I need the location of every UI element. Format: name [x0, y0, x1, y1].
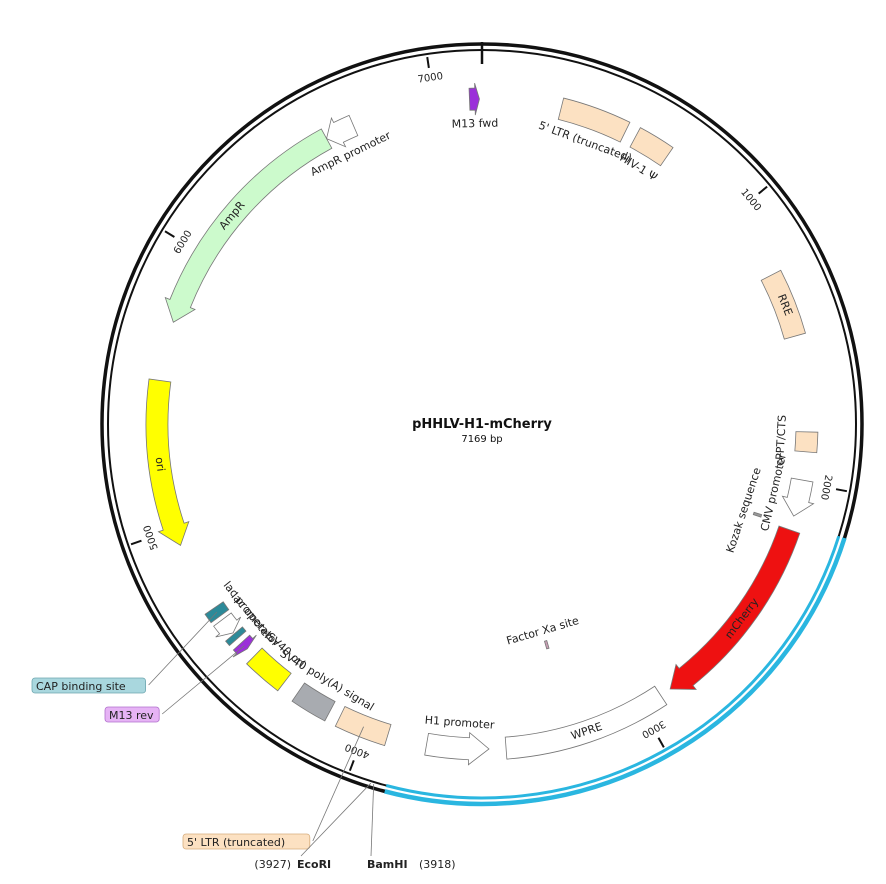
feature-5-ltr-truncated-bottom — [334, 705, 392, 747]
callout-label-5-ltr-truncated-bottom: 5' LTR (truncated) — [187, 836, 285, 849]
site-pos-EcoRI: (3927) — [254, 858, 291, 871]
highlight-outer — [384, 537, 847, 807]
tick-1000 — [758, 185, 768, 195]
tick-label-5000: 5000 — [142, 524, 161, 552]
feature-h1-promoter — [424, 731, 490, 766]
plasmid-name: pHHLV-H1-mCherry — [412, 417, 552, 432]
callout-label-cap-binding-site: CAP binding site — [36, 680, 126, 693]
feature-ampr-promoter — [326, 114, 359, 148]
tick-label-3000: 3000 — [640, 718, 668, 740]
tick-marks: 1000 2000 3000 4000 5000 6000 7000 — [130, 42, 848, 772]
feature-5-ltr-truncated-top — [557, 97, 631, 143]
label-cppt-cts: cPPT/CTS — [773, 415, 789, 467]
label-cmv-promoter: CMV promoter — [758, 452, 789, 533]
feature-sv40-poly-a — [291, 682, 336, 722]
feature-mcherry — [669, 525, 801, 690]
tick-7000 — [426, 56, 430, 69]
tick-label-2000: 2000 — [818, 474, 833, 501]
restriction-sites: (3927) EcoRI BamHI (3918) — [254, 782, 456, 871]
feature-cppt-cts — [794, 431, 819, 454]
label-h1-promoter: H1 promoter — [424, 714, 495, 732]
feature-ampr — [164, 128, 333, 323]
tick-2000 — [835, 488, 848, 493]
label-kozak-sequence: Kozak sequence — [724, 466, 764, 555]
callout-line-m13-rev — [161, 645, 245, 715]
feature-ori — [145, 378, 190, 546]
site-pos-BamHI: (3918) — [419, 858, 456, 871]
label-ori: ori — [153, 456, 168, 472]
feature-m13-rev — [232, 634, 257, 658]
label-m13-fwd: M13 fwd — [452, 117, 499, 131]
callout-box-5-ltr-truncated-bottom — [182, 833, 311, 850]
tick-label-4000: 4000 — [344, 741, 372, 760]
feature-m13-fwd — [468, 82, 480, 116]
tick-label-1000: 1000 — [738, 187, 763, 214]
callout-box-cap-binding-site — [31, 677, 146, 694]
feature-cmv-promoter — [781, 477, 815, 517]
feature-rre — [760, 269, 806, 340]
tick-3000 — [657, 737, 665, 748]
tick-5000 — [130, 539, 142, 546]
feature-sv40-ori — [246, 647, 292, 692]
callout-line-5-ltr-truncated-bottom — [312, 726, 364, 842]
tick-label-6000: 6000 — [172, 229, 195, 256]
tick-6000 — [164, 230, 175, 238]
site-name-BamHI: BamHI — [367, 858, 408, 871]
highlight-inner — [385, 535, 841, 800]
label-factor-xa-site: Factor Xa site — [505, 614, 581, 648]
feature-factor-xa-site — [543, 640, 550, 650]
feature-lac-promoter — [213, 612, 242, 638]
tick-label-7000: 7000 — [417, 71, 444, 86]
callout-box-m13-rev — [104, 706, 160, 723]
site-line-BamHI — [370, 784, 375, 857]
feature-lac-operator — [225, 626, 247, 647]
feature-hiv-1-psi — [629, 127, 674, 167]
site-name-EcoRI: EcoRI — [297, 858, 331, 871]
tick-4000 — [348, 760, 355, 772]
highlighted-region — [384, 535, 847, 807]
plasmid-length: 7169 bp — [461, 434, 502, 445]
callout-line-cap-binding-site — [148, 611, 218, 686]
callout-label-m13-rev: M13 rev — [109, 709, 154, 722]
features — [145, 82, 819, 766]
site-line-EcoRI — [300, 782, 372, 857]
feature-kozak-sequence — [752, 511, 763, 518]
feature-wpre — [504, 685, 668, 760]
